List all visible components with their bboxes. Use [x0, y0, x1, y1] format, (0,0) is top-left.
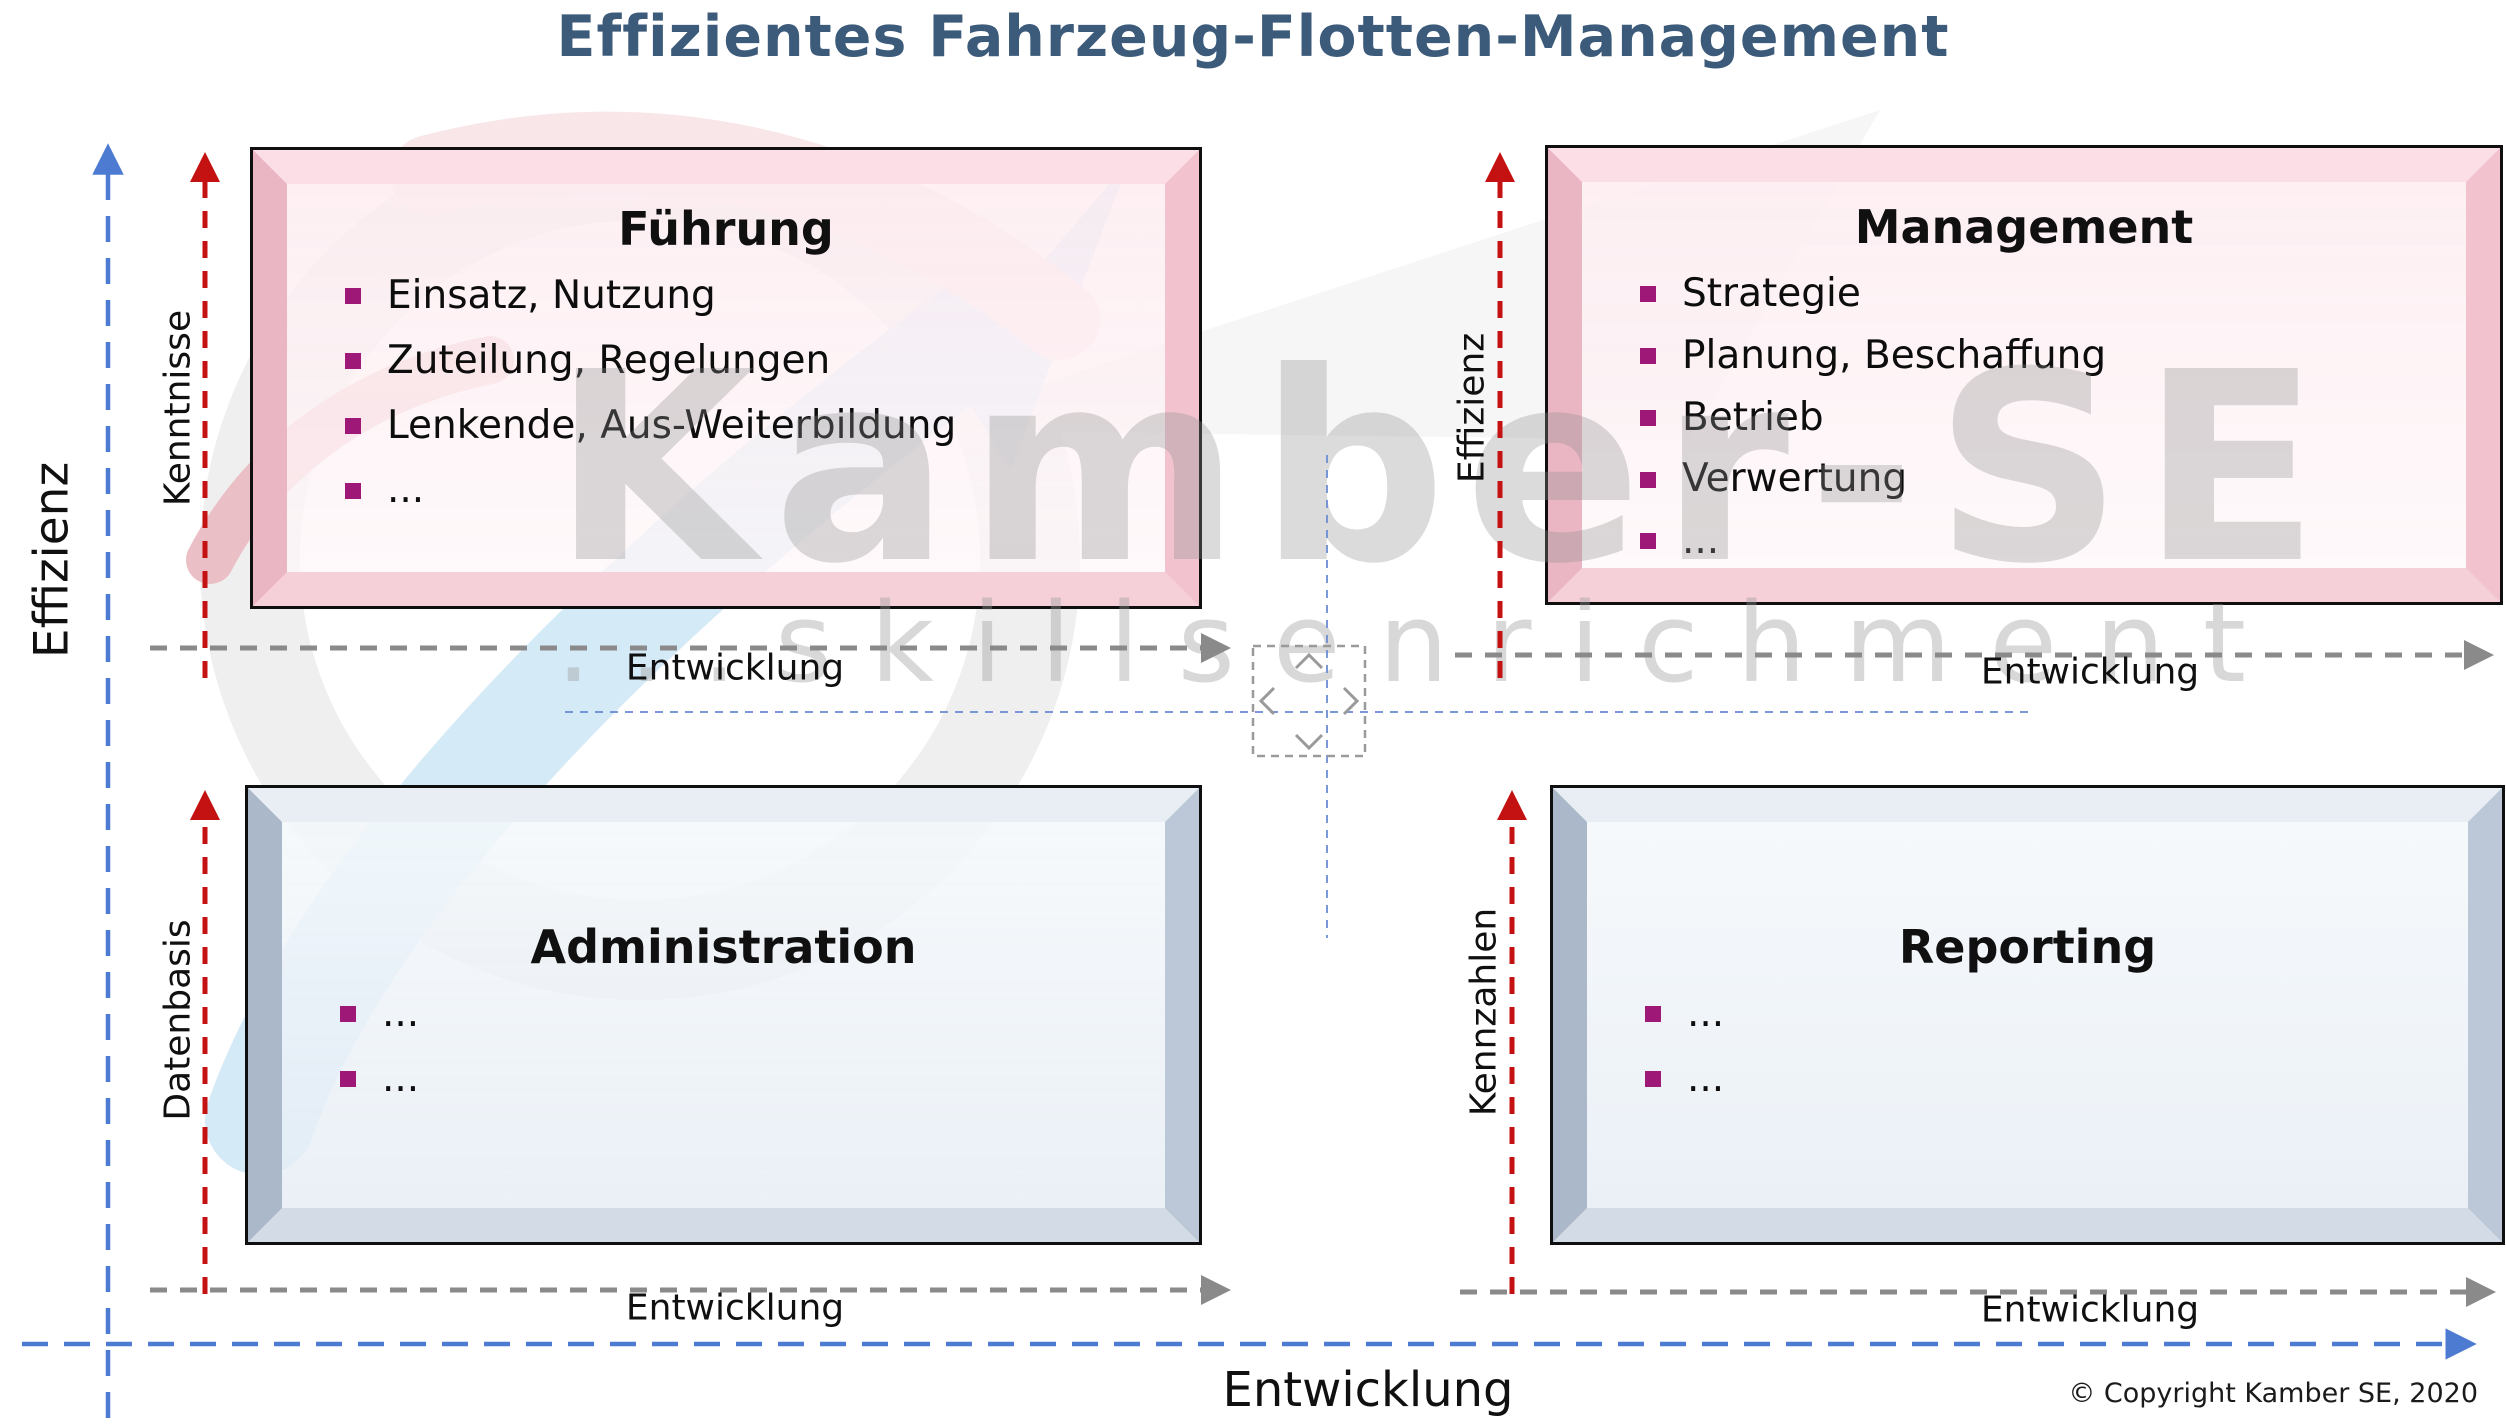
bullet-item: Einsatz, Nutzung [345, 272, 1119, 321]
administration-inner: Administration ... ... [282, 822, 1165, 1208]
quadrant-management: Management Strategie Planung, Beschaffun… [1545, 145, 2503, 605]
bullet-text: Einsatz, Nutzung [387, 273, 716, 318]
management-x-axis-label: Entwicklung [1980, 651, 2200, 693]
watermark-brand: Kamber-SE [552, 316, 2338, 621]
bullet-text: ... [1682, 518, 1720, 563]
administration-y-axis-label: Datenbasis [157, 919, 199, 1121]
administration-x-axis-label: Entwicklung [625, 1287, 845, 1329]
bullet-square-icon [340, 1006, 356, 1023]
bullet-item: ... [340, 1055, 1119, 1104]
bullet-item: Strategie [1640, 270, 2420, 319]
management-title: Management [1854, 200, 2194, 254]
main-x-axis-label: Entwicklung [1222, 1362, 1514, 1418]
management-bevel: Management Strategie Planung, Beschaffun… [1548, 148, 2500, 602]
bullet-text: ... [387, 467, 425, 513]
bullet-square-icon [1645, 1006, 1661, 1023]
bullet-text: ... [382, 1055, 420, 1101]
reporting-y-axis-label: Kennzahlen [1463, 907, 1505, 1117]
bullet-square-icon [345, 482, 361, 499]
bullet-square-icon [345, 353, 361, 370]
bullet-item: ... [1640, 517, 2420, 566]
reporting-bevel: Reporting ... ... [1553, 788, 2502, 1242]
reporting-title: Reporting [1898, 920, 2157, 974]
reporting-bullet-list: ... ... [1633, 990, 2422, 1104]
bullet-square-icon [345, 417, 361, 434]
fuehrung-y-axis-label: Kenntnisse [157, 309, 199, 507]
bullet-square-icon [1640, 286, 1656, 303]
reporting-inner: Reporting ... ... [1587, 822, 2468, 1208]
bullet-text: ... [1687, 1055, 1725, 1101]
bullet-text: ... [382, 991, 420, 1036]
bullet-square-icon [1640, 533, 1656, 550]
management-frame: Management Strategie Planung, Beschaffun… [1545, 145, 2503, 605]
bullet-item: ... [340, 990, 1119, 1039]
quadrant-reporting: Reporting ... ... [1550, 785, 2505, 1245]
bullet-square-icon [340, 1071, 356, 1088]
administration-title: Administration [530, 920, 917, 974]
bullet-item: ... [1645, 1055, 2422, 1104]
copyright-text: © Copyright Kamber SE, 2020 [2068, 1378, 2478, 1409]
bullet-text: Betrieb [1682, 394, 1824, 440]
page-title: Effizientes Fahrzeug-Flotten-Management [556, 4, 1950, 70]
bullet-item: Verwertung [1640, 455, 2420, 504]
bullet-square-icon [1645, 1071, 1661, 1088]
reporting-x-axis-label: Entwicklung [1980, 1289, 2200, 1331]
reporting-frame: Reporting ... ... [1550, 785, 2505, 1245]
bullet-item: ... [1645, 990, 2422, 1039]
bullet-text: ... [1687, 991, 1725, 1036]
bullet-square-icon [1640, 409, 1656, 426]
fuehrung-x-axis-label: Entwicklung [625, 647, 845, 689]
bullet-square-icon [345, 288, 361, 305]
administration-bevel: Administration ... ... [248, 788, 1199, 1242]
management-inner: Management Strategie Planung, Beschaffun… [1582, 182, 2466, 568]
bullet-item: Planung, Beschaffung [1640, 332, 2420, 381]
bullet-square-icon [1640, 471, 1656, 488]
bullet-text: Strategie [1682, 271, 1861, 316]
bullet-text: Planung, Beschaffung [1682, 332, 2107, 378]
main-y-axis-label: Effizienz [24, 461, 80, 659]
bullet-item: Betrieb [1640, 394, 2420, 443]
administration-frame: Administration ... ... [245, 785, 1202, 1245]
bullet-text: Verwertung [1682, 456, 1908, 502]
administration-bullet-list: ... ... [328, 990, 1119, 1104]
management-bullet-list: Strategie Planung, Beschaffung Betrieb V… [1628, 270, 2420, 566]
quadrant-administration: Administration ... ... [245, 785, 1202, 1245]
management-y-axis-label: Effizienz [1451, 332, 1493, 484]
bullet-square-icon [1640, 348, 1656, 365]
fuehrung-title: Führung [618, 202, 834, 256]
